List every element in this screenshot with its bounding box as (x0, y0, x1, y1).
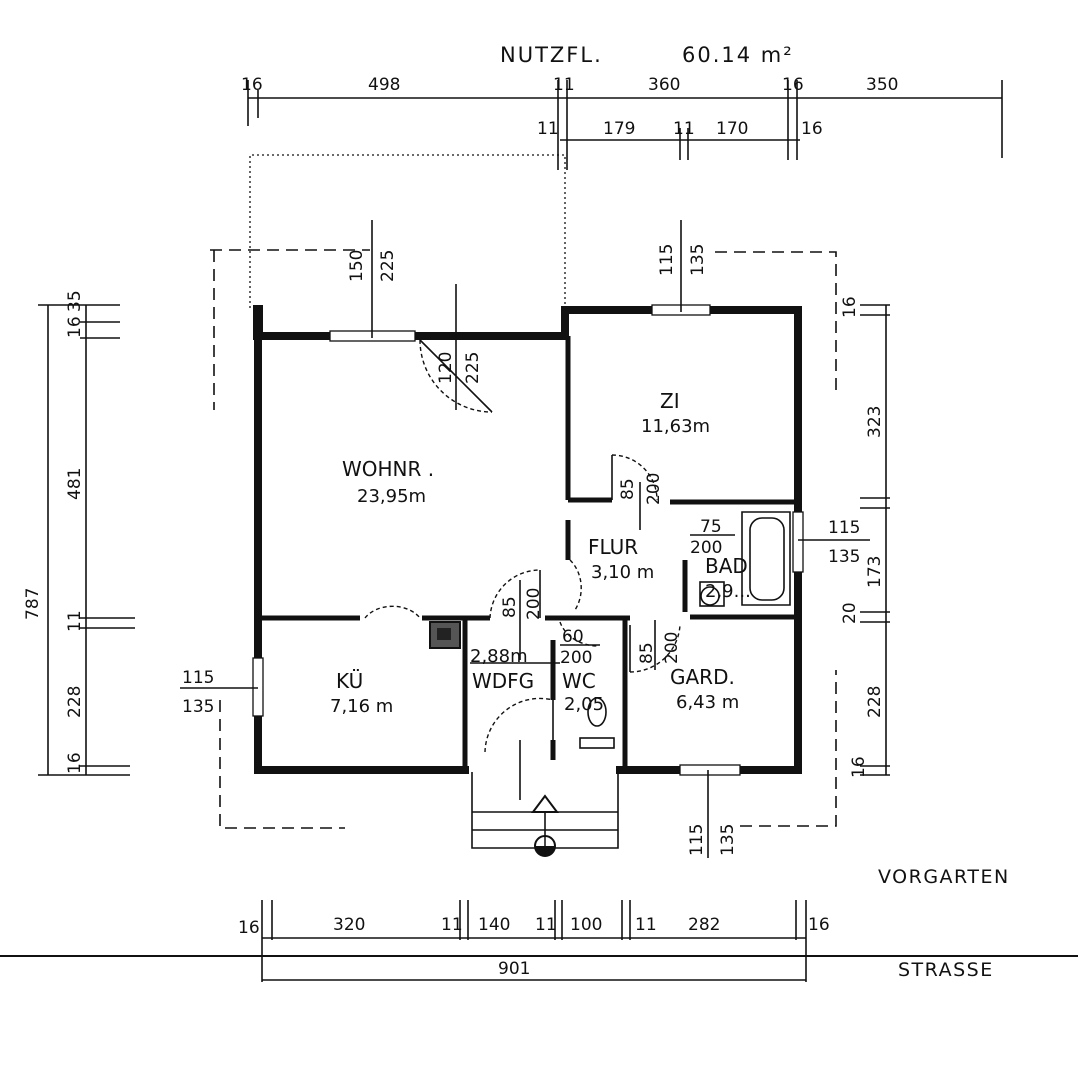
dim-bottom-320: 320 (333, 915, 365, 935)
room-wc-name: WC (562, 669, 596, 693)
dim-top-16a: 16 (241, 75, 263, 95)
room-flur-name: FLUR (588, 535, 638, 559)
dim-bottom-901: 901 (498, 959, 530, 979)
room-zi-name: ZI (660, 389, 680, 413)
dim-bottom-282: 282 (688, 915, 720, 935)
dim-bottom-100: 100 (570, 915, 602, 935)
dim-top-360: 360 (648, 75, 680, 95)
dim-right-173: 173 (865, 556, 885, 588)
dim-win-kue-115: 115 (182, 668, 214, 688)
dim-top-16b: 16 (782, 75, 804, 95)
dim-win-wohnr-150: 150 (347, 250, 367, 282)
dim-bottom-140: 140 (478, 915, 510, 935)
dim-right-20: 20 (840, 602, 860, 624)
top-dimension-line-1: 16 498 11 360 16 350 (241, 75, 1003, 170)
terrace-outline (249, 154, 566, 308)
room-gard-name: GARD. (670, 665, 735, 689)
dim-left-481: 481 (65, 468, 85, 500)
dim-bottom-16a: 16 (238, 918, 260, 938)
dim-top2-170: 170 (716, 119, 748, 139)
dim-door-gard-85: 85 (637, 642, 657, 664)
bottom-dimension-line: 16 320 11 140 11 100 11 282 16 901 (0, 900, 1078, 982)
dim-top-498: 498 (368, 75, 400, 95)
dim-door-wdfg-200: 200 (524, 588, 544, 620)
vorgarten-label: VORGARTEN (878, 866, 1010, 888)
dim-win-gard-115: 115 (687, 824, 707, 856)
dim-top2-179: 179 (603, 119, 635, 139)
dim-right-228: 228 (865, 686, 885, 718)
usable-area-label: NUTZFL. (500, 43, 603, 67)
interior-walls (260, 336, 798, 772)
dim-right-16a: 16 (840, 296, 860, 318)
eave-outline-left (210, 249, 370, 410)
room-kue-name: KÜ (336, 669, 363, 693)
dim-door-wdfg-85: 85 (500, 596, 520, 618)
room-wohnr-name: WOHNR . (342, 457, 434, 481)
entrance-arrow-icon (531, 794, 559, 857)
dim-door-wohnr-225: 225 (463, 352, 483, 384)
room-wdfg-area: 2,88m (470, 646, 528, 667)
dim-door-bad-75: 75 (700, 517, 722, 537)
dim-top-350: 350 (866, 75, 898, 95)
dim-left-35: 35 (65, 290, 85, 312)
dim-right-323: 323 (865, 406, 885, 438)
dim-win-kue-135: 135 (182, 697, 214, 717)
left-dimension-line: 16 35 481 11 228 16 787 (23, 290, 135, 776)
eave-outline-bottom-left (219, 700, 345, 829)
dim-top2-11b: 11 (673, 119, 695, 139)
dim-left-11: 11 (65, 610, 85, 632)
room-wc-area: 2,05 (564, 694, 604, 715)
room-bad-area: 2,9... (705, 581, 751, 602)
room-flur-area: 3,10 m (591, 562, 654, 583)
room-bad-name: BAD (705, 554, 748, 578)
dim-bottom-11c: 11 (635, 915, 657, 935)
eave-outline-bottom-right (740, 670, 837, 827)
dim-win-gard-135: 135 (718, 824, 738, 856)
dim-door-bad-200: 200 (690, 538, 722, 558)
dim-top-11a: 11 (553, 75, 575, 95)
usable-area-value: 60.14 m² (682, 43, 794, 67)
dim-win-zi-135: 135 (688, 244, 708, 276)
strasse-label: STRASSE (898, 959, 994, 981)
dim-left-16: 16 (65, 316, 85, 338)
dim-win-bad-115: 115 (828, 518, 860, 538)
room-kue-area: 7,16 m (330, 696, 393, 717)
top-dimension-line-2: 11 179 11 170 16 (537, 119, 823, 160)
room-gard-area: 6,43 m (676, 692, 739, 713)
room-zi-area: 11,63m (641, 416, 710, 437)
dim-bottom-11a: 11 (441, 915, 463, 935)
dim-door-zi-85: 85 (618, 478, 638, 500)
dim-win-bad-135: 135 (828, 547, 860, 567)
room-wdfg-name: WDFG (472, 669, 534, 693)
dim-left-16b: 16 (65, 752, 85, 774)
dimension-leaders (180, 220, 870, 858)
eave-outline-right (715, 251, 837, 390)
dim-bottom-16b: 16 (808, 915, 830, 935)
dim-right-16b: 16 (849, 756, 869, 778)
dim-win-zi-115: 115 (657, 244, 677, 276)
dim-bottom-11b: 11 (535, 915, 557, 935)
dim-win-wohnr-225: 225 (378, 250, 398, 282)
dim-top2-16: 16 (801, 119, 823, 139)
right-dimension-line: 16 323 173 20 228 16 (840, 296, 890, 778)
dim-left-787: 787 (23, 588, 43, 620)
dim-left-228: 228 (65, 686, 85, 718)
dim-top2-11a: 11 (537, 119, 559, 139)
dim-door-zi-200: 200 (644, 473, 664, 505)
dim-door-wc-60: 60 (562, 627, 584, 647)
dim-door-wohnr-120: 120 (436, 352, 456, 384)
dim-door-wc-200: 200 (560, 648, 592, 668)
dim-door-gard-200: 200 (662, 632, 682, 664)
door-swings (364, 339, 791, 753)
room-wohnr-area: 23,95m (357, 486, 426, 507)
